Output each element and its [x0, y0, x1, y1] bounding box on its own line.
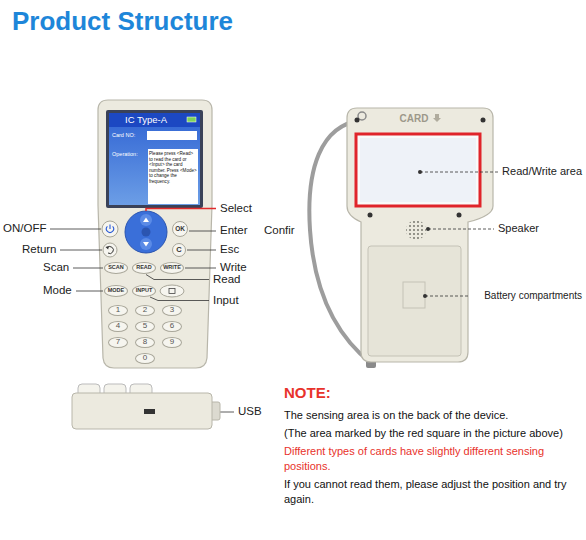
number-key: 3 [162, 305, 182, 316]
callout-label: Return [22, 243, 57, 256]
note-text: If you cannot read them, please adjust t… [284, 477, 582, 507]
button-label: SCAN [108, 265, 124, 271]
note-text: (The area marked by the red square in th… [284, 426, 582, 441]
keypad-button: SCAN [104, 262, 128, 274]
keypad-button: OK [172, 221, 188, 237]
screen-field-label: Operation: [112, 151, 138, 157]
callout-label: Battery compartments [484, 289, 582, 302]
number-key: 6 [162, 321, 182, 332]
callout-label: Scan [43, 261, 69, 274]
callout-label: Confir [264, 224, 295, 237]
note-panel: NOTE: The sensing area is on the back of … [284, 384, 582, 510]
callout-label: Esc [220, 243, 239, 256]
button-label: 3 [170, 306, 174, 314]
button-label: INPUT [136, 288, 153, 294]
button-label: 0 [143, 354, 147, 362]
callout-label: Enter [220, 224, 248, 237]
number-key: 5 [135, 321, 155, 332]
button-label: OK [175, 226, 185, 233]
screen-header: IC Type-A [125, 115, 167, 125]
page-title: Product Structure [12, 6, 233, 37]
number-key: 7 [108, 337, 128, 348]
number-key: 0 [135, 353, 155, 364]
button-label: 8 [143, 338, 147, 346]
keypad-button: READ [132, 262, 156, 274]
keypad-button: C [172, 243, 186, 257]
callout-label: Read/Write area [502, 165, 582, 178]
note-text: The sensing area is on the back of the d… [284, 408, 582, 423]
callout-label: Speaker [498, 222, 539, 235]
screen-field-label: Card NO: [112, 132, 135, 138]
lcd-screen: IC Type-A Card NO: Operation: Please press … [109, 113, 200, 205]
button-label: 9 [170, 338, 174, 346]
embossed-text: CARD [400, 112, 429, 125]
button-label: 1 [116, 306, 120, 314]
button-label: 5 [143, 322, 147, 330]
button-label: MODE [108, 288, 125, 294]
note-heading: NOTE: [284, 384, 582, 402]
button-label: WRITE [163, 265, 181, 271]
callout-label: ON/OFF [3, 222, 46, 235]
number-key: 2 [135, 305, 155, 316]
callout-label: Write [220, 261, 247, 274]
button-label: 7 [116, 338, 120, 346]
button-label: 6 [170, 322, 174, 330]
callout-label: Select [220, 202, 252, 215]
button-label: 2 [143, 306, 147, 314]
callout-label: Mode [43, 284, 72, 297]
number-key: 4 [108, 321, 128, 332]
button-label: 4 [116, 322, 120, 330]
button-label: C [176, 246, 181, 254]
keypad-button: INPUT [132, 285, 156, 297]
number-key: 8 [135, 337, 155, 348]
button-label: READ [136, 265, 152, 271]
screen-message: Please press <Read> to read the card or … [149, 151, 197, 185]
keypad-button: MODE [104, 285, 128, 297]
note-text: Different types of cards have slightly d… [284, 444, 582, 474]
callout-label: Input [213, 294, 239, 307]
callout-label: USB [238, 405, 262, 418]
number-key: 9 [162, 337, 182, 348]
number-key: 1 [108, 305, 128, 316]
callout-label: Read [213, 273, 241, 286]
keypad-button: WRITE [160, 262, 184, 274]
